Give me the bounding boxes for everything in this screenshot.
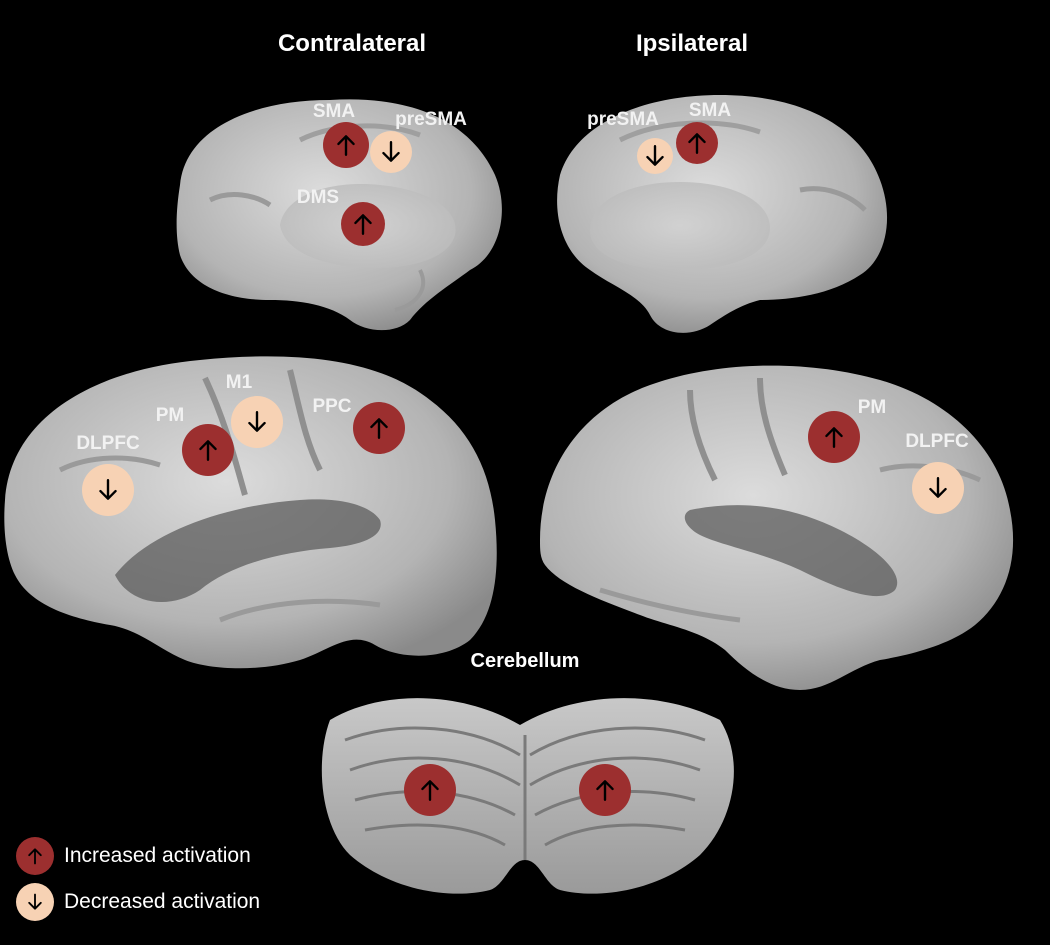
arrow-down-icon xyxy=(646,145,664,166)
region-label-sma-contra: SMA xyxy=(312,101,356,122)
arrow-up-icon xyxy=(28,848,42,865)
marker-pm-contra xyxy=(182,424,234,476)
region-label-dlpfc-contra: DLPFC xyxy=(76,433,140,454)
marker-ppc xyxy=(353,402,405,454)
ipsilateral-title: Ipsilateral xyxy=(635,30,749,57)
legend-increased-label: Increased activation xyxy=(64,844,251,867)
region-label-dms: DMS xyxy=(296,187,340,208)
marker-sma-contra xyxy=(323,122,369,168)
arrow-down-icon xyxy=(28,893,42,910)
marker-sma-ipsi xyxy=(676,122,718,164)
region-label-sma-ipsi: SMA xyxy=(688,100,732,121)
marker-m1 xyxy=(231,396,283,448)
legend-decreased: Decreased activation xyxy=(16,883,260,921)
arrow-down-icon xyxy=(99,479,117,500)
region-label-m1: M1 xyxy=(225,372,253,393)
marker-presma-contra xyxy=(370,131,412,173)
arrow-up-icon xyxy=(199,440,217,461)
legend-decreased-label: Decreased activation xyxy=(64,890,261,913)
marker-dlpfc-contra xyxy=(82,464,134,516)
region-label-ppc: PPC xyxy=(312,396,352,417)
arrow-up-icon xyxy=(354,214,372,235)
arrow-up-icon xyxy=(337,135,355,156)
legend-decreased-icon xyxy=(16,883,54,921)
arrow-up-icon xyxy=(825,427,843,448)
ipsilateral-lateral-brain xyxy=(540,365,1014,690)
legend-increased: Increased activation xyxy=(16,837,251,875)
cerebellum-surface xyxy=(321,698,734,894)
region-label-presma-ipsi: preSMA xyxy=(587,109,659,130)
arrow-down-icon xyxy=(929,477,947,498)
cerebellum-title: Cerebellum xyxy=(470,650,580,672)
contralateral-medial-brain xyxy=(176,99,502,331)
region-label-presma-contra: preSMA xyxy=(395,109,467,130)
arrow-down-icon xyxy=(248,411,266,432)
arrow-down-icon xyxy=(382,141,400,162)
marker-dms xyxy=(341,202,385,246)
arrow-up-icon xyxy=(688,133,706,154)
legend-increased-icon xyxy=(16,837,54,875)
marker-cerebellum-left xyxy=(404,764,456,816)
marker-pm-ipsi xyxy=(808,411,860,463)
region-label-dlpfc-ipsi: DLPFC xyxy=(905,431,969,452)
marker-dlpfc-ipsi xyxy=(912,462,964,514)
arrow-up-icon xyxy=(421,780,439,801)
region-label-pm-ipsi: PM xyxy=(857,397,887,418)
arrow-up-icon xyxy=(370,418,388,439)
marker-presma-ipsi xyxy=(637,138,673,174)
contralateral-title: Contralateral xyxy=(277,30,427,57)
marker-cerebellum-right xyxy=(579,764,631,816)
region-label-pm-contra: PM xyxy=(155,405,185,426)
arrow-up-icon xyxy=(596,780,614,801)
